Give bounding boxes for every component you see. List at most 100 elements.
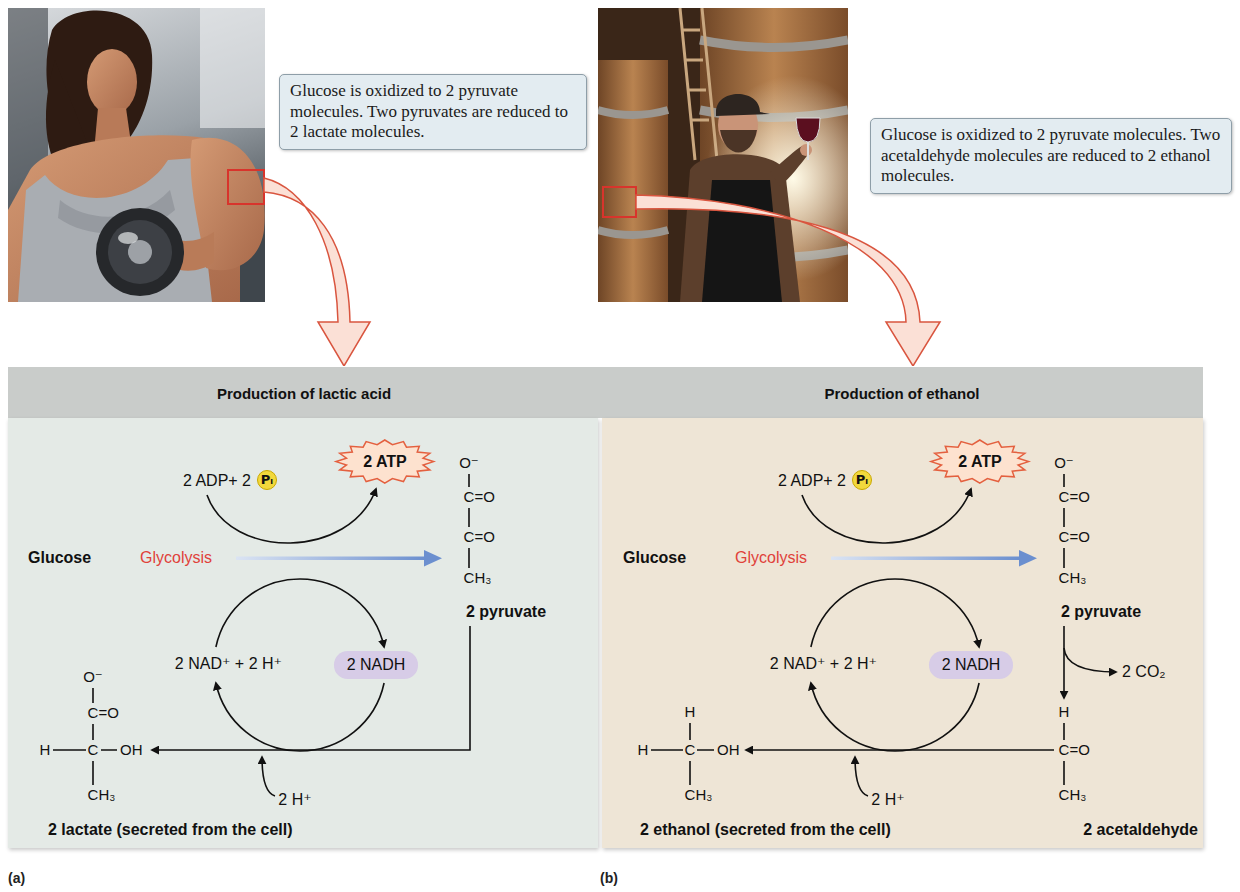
atom-label: O⁻: [459, 454, 479, 472]
process-label: Glycolysis: [140, 548, 212, 567]
molecule-label: 2 NADH: [942, 655, 1001, 674]
callout-box: Glucose is oxidized to 2 pyruvate molecu…: [870, 118, 1232, 194]
photo-winemaker: [716, 94, 770, 116]
atp-arrow: [207, 489, 376, 543]
photo-winemaker: [807, 142, 809, 160]
photo-weightlifter: [128, 240, 152, 264]
decarboxylation-arrow: [1063, 626, 1065, 698]
reaction-arrows: [53, 474, 470, 796]
proton-arrow: [855, 757, 868, 796]
atp-starburst: 2 ATP: [335, 439, 435, 484]
atom-label: O⁻: [83, 668, 103, 686]
pointer-arrow: [264, 178, 940, 366]
atom-label: O⁻: [1054, 454, 1074, 472]
starburst-outline: [931, 440, 1029, 483]
molecule-label: 2 ethanol (secreted from the cell): [640, 820, 891, 839]
callout-box: Glucose is oxidized to 2 pyruvate molecu…: [279, 74, 587, 150]
callout-marker: [603, 187, 636, 217]
atom-label: CH₃: [685, 786, 713, 804]
photo-winemaker: [720, 130, 757, 153]
glycolysis-arrow: [1019, 550, 1037, 567]
glycolysis-arrow: [236, 557, 426, 561]
reaction-label: 2 NAD⁺ + 2 H⁺: [175, 654, 282, 673]
reaction-panel: Production of ethanol 2 ADP+ 2 Glucose Glyc…: [600, 367, 1203, 848]
photo-weightlifter: [8, 8, 265, 302]
cycle-arrow: [216, 579, 384, 647]
reaction-arrows: [651, 474, 1116, 796]
photo-weightlifter: [118, 232, 138, 244]
atom-label: OH: [717, 741, 740, 759]
photo-winemaker: [702, 180, 782, 302]
photo-winemaker: [598, 8, 848, 302]
atom-label: CH₃: [1059, 786, 1087, 804]
atom-label: CH₃: [464, 569, 492, 587]
glycolysis-arrow: [424, 550, 442, 567]
panel-heading: Production of ethanol: [825, 385, 980, 403]
reaction-label: 2 NAD⁺ + 2 H⁺: [770, 654, 877, 673]
reaction-label: 2 H⁺: [871, 790, 904, 809]
atom-label: C=O: [464, 528, 495, 546]
atom-label: C=O: [1059, 488, 1090, 506]
panel-letter: (a): [8, 870, 25, 886]
pointer-arrow: [264, 178, 370, 366]
proton-arrow: [262, 757, 275, 796]
co2-arrow: [1064, 648, 1116, 672]
reduction-arrow: [746, 749, 1054, 751]
chemical-bond: [651, 723, 714, 785]
nadh-pill: 2 NADH: [334, 651, 419, 678]
atom-label: H: [638, 741, 649, 759]
callout-text: Glucose is oxidized to 2 pyruvate molecu…: [881, 125, 1221, 187]
atom-label: CH₃: [88, 786, 116, 804]
molecule-label: Glucose: [623, 548, 686, 567]
photo-weightlifter: [87, 49, 137, 115]
atom-label: C=O: [88, 704, 119, 722]
photo-weightlifter: [200, 8, 265, 128]
molecule-label: 2 pyruvate: [1061, 602, 1141, 621]
reaction-label: 2 ADP+ 2: [183, 471, 251, 490]
panel-ground: [8, 418, 598, 848]
atom-label: H: [685, 703, 696, 721]
atom-label: H: [40, 741, 51, 759]
cycle-arrow: [811, 579, 979, 647]
atom-label: C=O: [1059, 528, 1090, 546]
molecule-label: 2 NADH: [347, 655, 406, 674]
starburst-outline: [336, 440, 434, 483]
callout-text: Glucose is oxidized to 2 pyruvate molecu…: [290, 81, 576, 143]
photo-weightlifter: [18, 158, 212, 302]
molecule-label: 2 ATP: [958, 452, 1002, 471]
atom-label: C=O: [1059, 741, 1090, 759]
nadh-pill: 2 NADH: [929, 651, 1014, 678]
atom-label: C: [685, 741, 696, 759]
panel-heading: Production of lactic acid: [217, 385, 391, 403]
molecule-label: 2 acetaldehyde: [1083, 820, 1198, 839]
atom-label: C=O: [464, 488, 495, 506]
chemical-bond: [53, 688, 117, 785]
process-label: Glycolysis: [735, 548, 807, 567]
photo-winemaker: [796, 118, 820, 142]
photo-weightlifter: [96, 208, 184, 296]
phosphate-symbol: Pᵢ: [261, 472, 273, 488]
molecule-label: 2 ATP: [363, 452, 407, 471]
panel-ground: [602, 418, 1203, 848]
atom-label: CH₃: [1059, 569, 1087, 587]
reaction-label: 2 ADP+ 2: [778, 471, 846, 490]
molecule-label: 2 pyruvate: [466, 602, 546, 621]
atp-starburst: 2 ATP: [930, 439, 1030, 484]
molecule-label: Glucose: [28, 548, 91, 567]
glycolysis-arrow: [831, 557, 1021, 561]
photo-weightlifter: [8, 8, 265, 302]
atom-label: OH: [120, 741, 143, 759]
photo-winemaker: [598, 8, 848, 302]
pointer-arrow: [636, 195, 940, 366]
photo-winemaker: [800, 144, 812, 156]
cycle-arrow: [811, 683, 979, 751]
reduction-arrow: [152, 626, 470, 750]
atom-label: C: [88, 741, 99, 759]
phosphate-symbol: Pᵢ: [856, 472, 868, 488]
photo-winemaker: [598, 8, 848, 302]
photo-weightlifter: [108, 220, 172, 284]
reaction-label: 2 H⁺: [278, 790, 311, 809]
panel-letter: (b): [600, 870, 618, 886]
reaction-label: 2 CO₂: [1122, 662, 1166, 681]
